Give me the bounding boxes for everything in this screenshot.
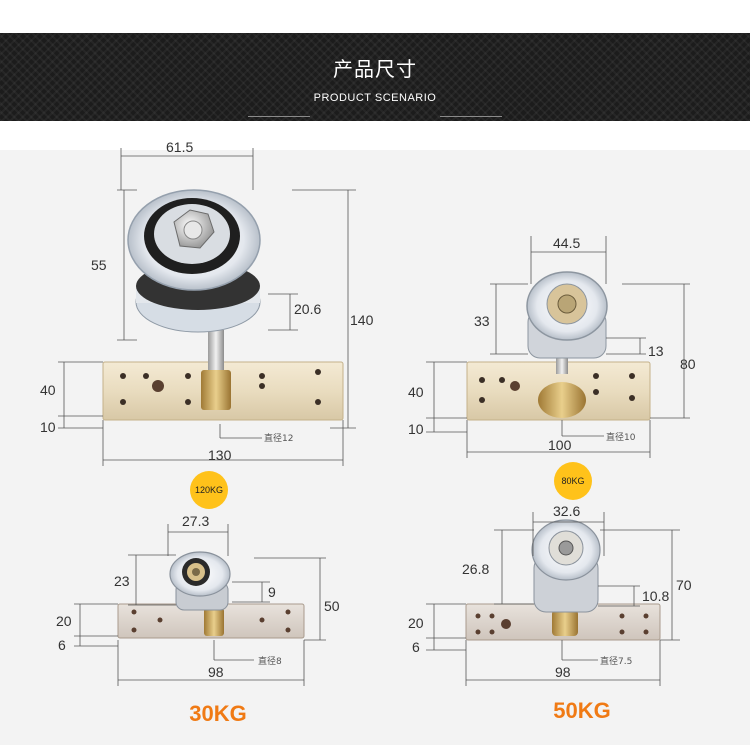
- dim-diameter: 直径10: [606, 431, 636, 443]
- product-30kg: 27.3 23 9 50 20 6 直径8 98 30KG: [56, 513, 340, 726]
- section-title: 产品尺寸: [333, 57, 417, 81]
- product-120kg: 61.5 55 20.6 140 40 10 直径12 130 120KG: [40, 139, 374, 509]
- dim-wheel-gap: 13: [648, 343, 664, 359]
- product-image-30kg: [117, 551, 305, 639]
- product-50kg: 32.6 26.8 10.8 70 20 6 直径7.5 98 50KG: [408, 503, 692, 723]
- dim-plate-length: 130: [208, 447, 232, 463]
- dimension-lines-120kg: [58, 148, 356, 466]
- divider-left: [248, 116, 310, 117]
- dim-total-height: 50: [324, 598, 340, 614]
- section-subtitle: PRODUCT SCENARIO: [313, 92, 437, 104]
- dim-wheel-height: 55: [91, 257, 107, 273]
- dim-plate-thickness: 6: [58, 637, 66, 653]
- product-image-50kg: [465, 519, 661, 641]
- dim-wheel-gap: 10.8: [642, 588, 669, 604]
- load-badge-120kg: 120KG: [190, 471, 228, 509]
- dim-width-top: 32.6: [553, 503, 580, 519]
- dim-plate-height: 40: [408, 384, 424, 400]
- dim-diameter: 直径7.5: [600, 655, 632, 667]
- dimension-lines-80kg: [426, 236, 690, 458]
- dim-plate-thickness: 10: [408, 421, 424, 437]
- dim-plate-height: 40: [40, 382, 56, 398]
- dim-total-height: 80: [680, 356, 696, 372]
- load-rating-label: 50KG: [553, 698, 610, 723]
- product-image-120kg: [102, 189, 344, 421]
- dim-plate-length: 98: [555, 664, 571, 680]
- dim-width-top: 44.5: [553, 235, 580, 251]
- dimension-lines-50kg: [426, 512, 680, 686]
- dim-width-top: 61.5: [166, 139, 193, 155]
- dim-total-height: 70: [676, 577, 692, 593]
- dimension-lines-30kg: [74, 524, 326, 686]
- dim-plate-length: 100: [548, 437, 572, 453]
- dim-plate-length: 98: [208, 664, 224, 680]
- dim-plate-thickness: 10: [40, 419, 56, 435]
- product-80kg: 44.5 33 13 80 40 10 直径10 100 80KG: [408, 235, 696, 500]
- dim-plate-height: 20: [408, 615, 424, 631]
- dim-width-top: 27.3: [182, 513, 209, 529]
- load-badge-80kg: 80KG: [554, 462, 592, 500]
- badge-label: 120KG: [195, 485, 223, 495]
- dim-wheel-height: 26.8: [462, 561, 489, 577]
- dim-diameter: 直径8: [258, 655, 282, 667]
- dim-total-height: 140: [350, 312, 374, 328]
- dim-plate-height: 20: [56, 613, 72, 629]
- dim-diameter: 直径12: [264, 432, 293, 444]
- dim-wheel-gap: 9: [268, 584, 276, 600]
- dim-wheel-gap: 20.6: [294, 301, 321, 317]
- dim-wheel-height: 33: [474, 313, 490, 329]
- dim-plate-thickness: 6: [412, 639, 420, 655]
- badge-label: 80KG: [561, 476, 584, 486]
- header-banner: 产品尺寸 PRODUCT SCENARIO: [0, 33, 750, 121]
- divider-right: [440, 116, 502, 117]
- load-rating-label: 30KG: [189, 701, 246, 726]
- product-dimension-panel: [0, 150, 750, 745]
- dim-wheel-height: 23: [114, 573, 130, 589]
- product-image-80kg: [466, 271, 651, 421]
